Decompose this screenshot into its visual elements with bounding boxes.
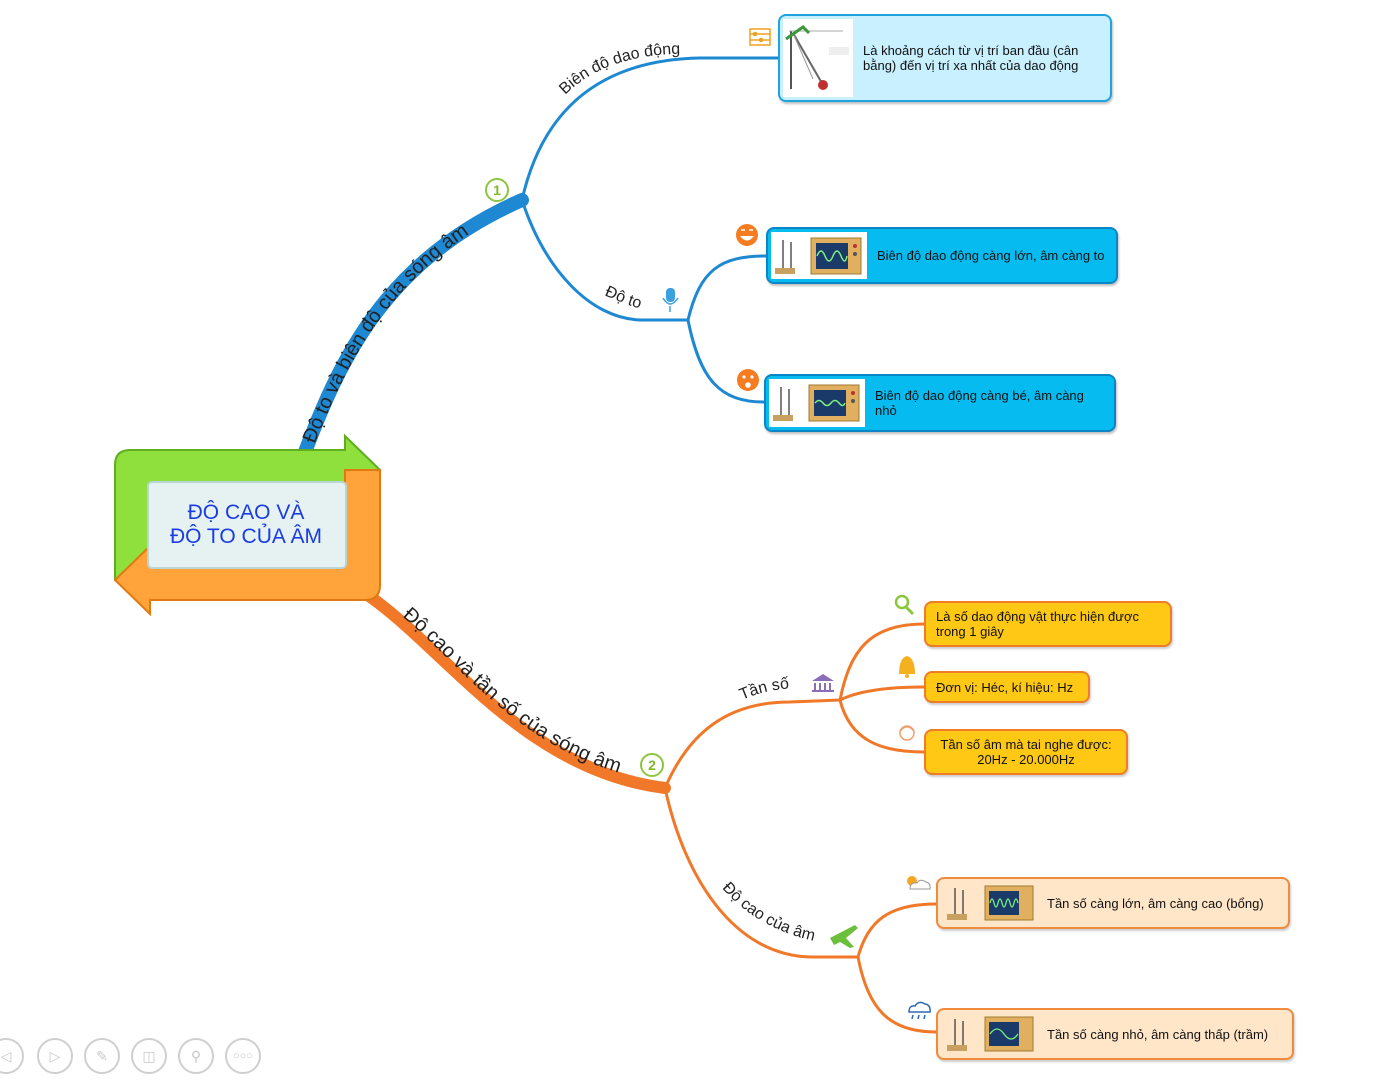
svg-text:1: 1 xyxy=(493,182,501,198)
node-line-loud xyxy=(686,254,767,321)
root-shape xyxy=(113,433,382,617)
laughing-face-icon xyxy=(736,224,758,246)
branch-2-number-badge: 2 xyxy=(640,753,664,777)
node-line-don-vi xyxy=(839,685,925,702)
airplane-icon xyxy=(830,925,858,948)
play-icon[interactable]: ▷ xyxy=(37,1038,73,1074)
root-title-line1: ĐỘ CAO VÀ xyxy=(187,501,305,524)
node-text: Biên độ dao động càng bé, âm càng nhỏ xyxy=(875,388,1084,418)
pen-icon[interactable]: ✎ xyxy=(84,1038,120,1074)
node-text-line2: 20Hz - 20.000Hz xyxy=(977,752,1075,767)
surprised-face-icon xyxy=(737,369,759,391)
node-do-cao-high[interactable]: Tần số càng lớn, âm càng cao (bổng) xyxy=(936,877,1290,929)
subtopic-line-tan-so xyxy=(663,698,841,789)
node-bien-do-definition[interactable]: Là khoảng cách từ vị trí ban đầu (cân bằ… xyxy=(778,14,1112,102)
subtopic-label-do-to: Độ to xyxy=(603,283,644,312)
svg-text:2: 2 xyxy=(648,757,656,773)
node-text: Đơn vị: Héc, kí hiệu: Hz xyxy=(936,679,1074,695)
node-text-line1: Tần số âm mà tai nghe được: xyxy=(940,737,1112,752)
oscilloscope-image xyxy=(941,1013,1037,1055)
bank-icon xyxy=(812,674,834,692)
branch-2-line xyxy=(354,584,671,794)
pendulum-image xyxy=(783,19,853,97)
subtopic-line-do-to xyxy=(520,199,688,322)
subtopic-line-do-cao xyxy=(663,787,858,959)
node-text: Tần số càng nhỏ, âm càng thấp (trầm) xyxy=(1047,1026,1269,1042)
bell-icon xyxy=(899,656,915,678)
person-head-icon xyxy=(899,725,915,741)
node-text: Biên độ dao động càng lớn, âm càng to xyxy=(877,248,1105,263)
node-text: Tần số càng lớn, âm càng cao (bổng) xyxy=(1047,895,1264,911)
previous-icon[interactable]: ◁ xyxy=(0,1038,24,1074)
subtopic-line-bien-do xyxy=(520,56,778,201)
oscilloscope-image xyxy=(771,232,867,279)
node-line-cao xyxy=(856,902,937,958)
zoom-icon[interactable]: ⚲ xyxy=(178,1038,214,1074)
rain-cloud-icon xyxy=(908,1001,931,1020)
subtopic-label-do-cao: Độ cao của âm xyxy=(719,879,817,945)
node-tan-so-hearing-range[interactable]: Tần số âm mà tai nghe được: 20Hz - 20.00… xyxy=(924,729,1128,775)
node-line-soft xyxy=(686,319,765,404)
branch-1-line xyxy=(298,193,529,459)
subtopic-label-tan-so: Tần số xyxy=(737,675,790,703)
branch-1-label: Độ to và biên độ của sóng âm xyxy=(299,220,473,446)
node-do-to-loud[interactable]: Biên độ dao động càng lớn, âm càng to xyxy=(766,227,1118,284)
branch-2-label: Độ cao và tần số của sóng âm xyxy=(399,603,624,777)
abacus-icon xyxy=(749,28,771,46)
root-title: ĐỘ CAO VÀ ĐỘ TO CỦA ÂM xyxy=(148,484,344,566)
node-text: Là số dao động vật thực hiện được trong … xyxy=(936,609,1140,639)
magnifier-icon xyxy=(894,594,915,616)
node-line-dinh-nghia xyxy=(838,622,925,701)
oscilloscope-image xyxy=(941,882,1037,924)
node-line-nghe-duoc xyxy=(838,699,925,754)
node-do-cao-low[interactable]: Tần số càng nhỏ, âm càng thấp (trầm) xyxy=(936,1008,1294,1060)
node-do-to-soft[interactable]: Biên độ dao động càng bé, âm càng nhỏ xyxy=(764,374,1116,432)
node-text: Là khoảng cách từ vị trí ban đầu (cân bằ… xyxy=(863,43,1079,73)
sun-cloud-icon xyxy=(907,876,931,890)
subtopic-label-bien-do: Biên độ dao động xyxy=(556,41,680,98)
branch-1-number-badge: 1 xyxy=(485,178,509,202)
slides-icon[interactable]: ◫ xyxy=(131,1038,167,1074)
node-tan-so-definition[interactable]: Là số dao động vật thực hiện được trong … xyxy=(924,601,1172,647)
root-title-line2: ĐỘ TO CỦA ÂM xyxy=(169,525,323,548)
microphone-icon xyxy=(662,288,679,312)
node-line-thap xyxy=(856,956,937,1034)
more-icon[interactable]: ○○○ xyxy=(225,1038,261,1074)
node-tan-so-unit[interactable]: Đơn vị: Héc, kí hiệu: Hz xyxy=(924,671,1090,703)
oscilloscope-image xyxy=(769,379,865,427)
